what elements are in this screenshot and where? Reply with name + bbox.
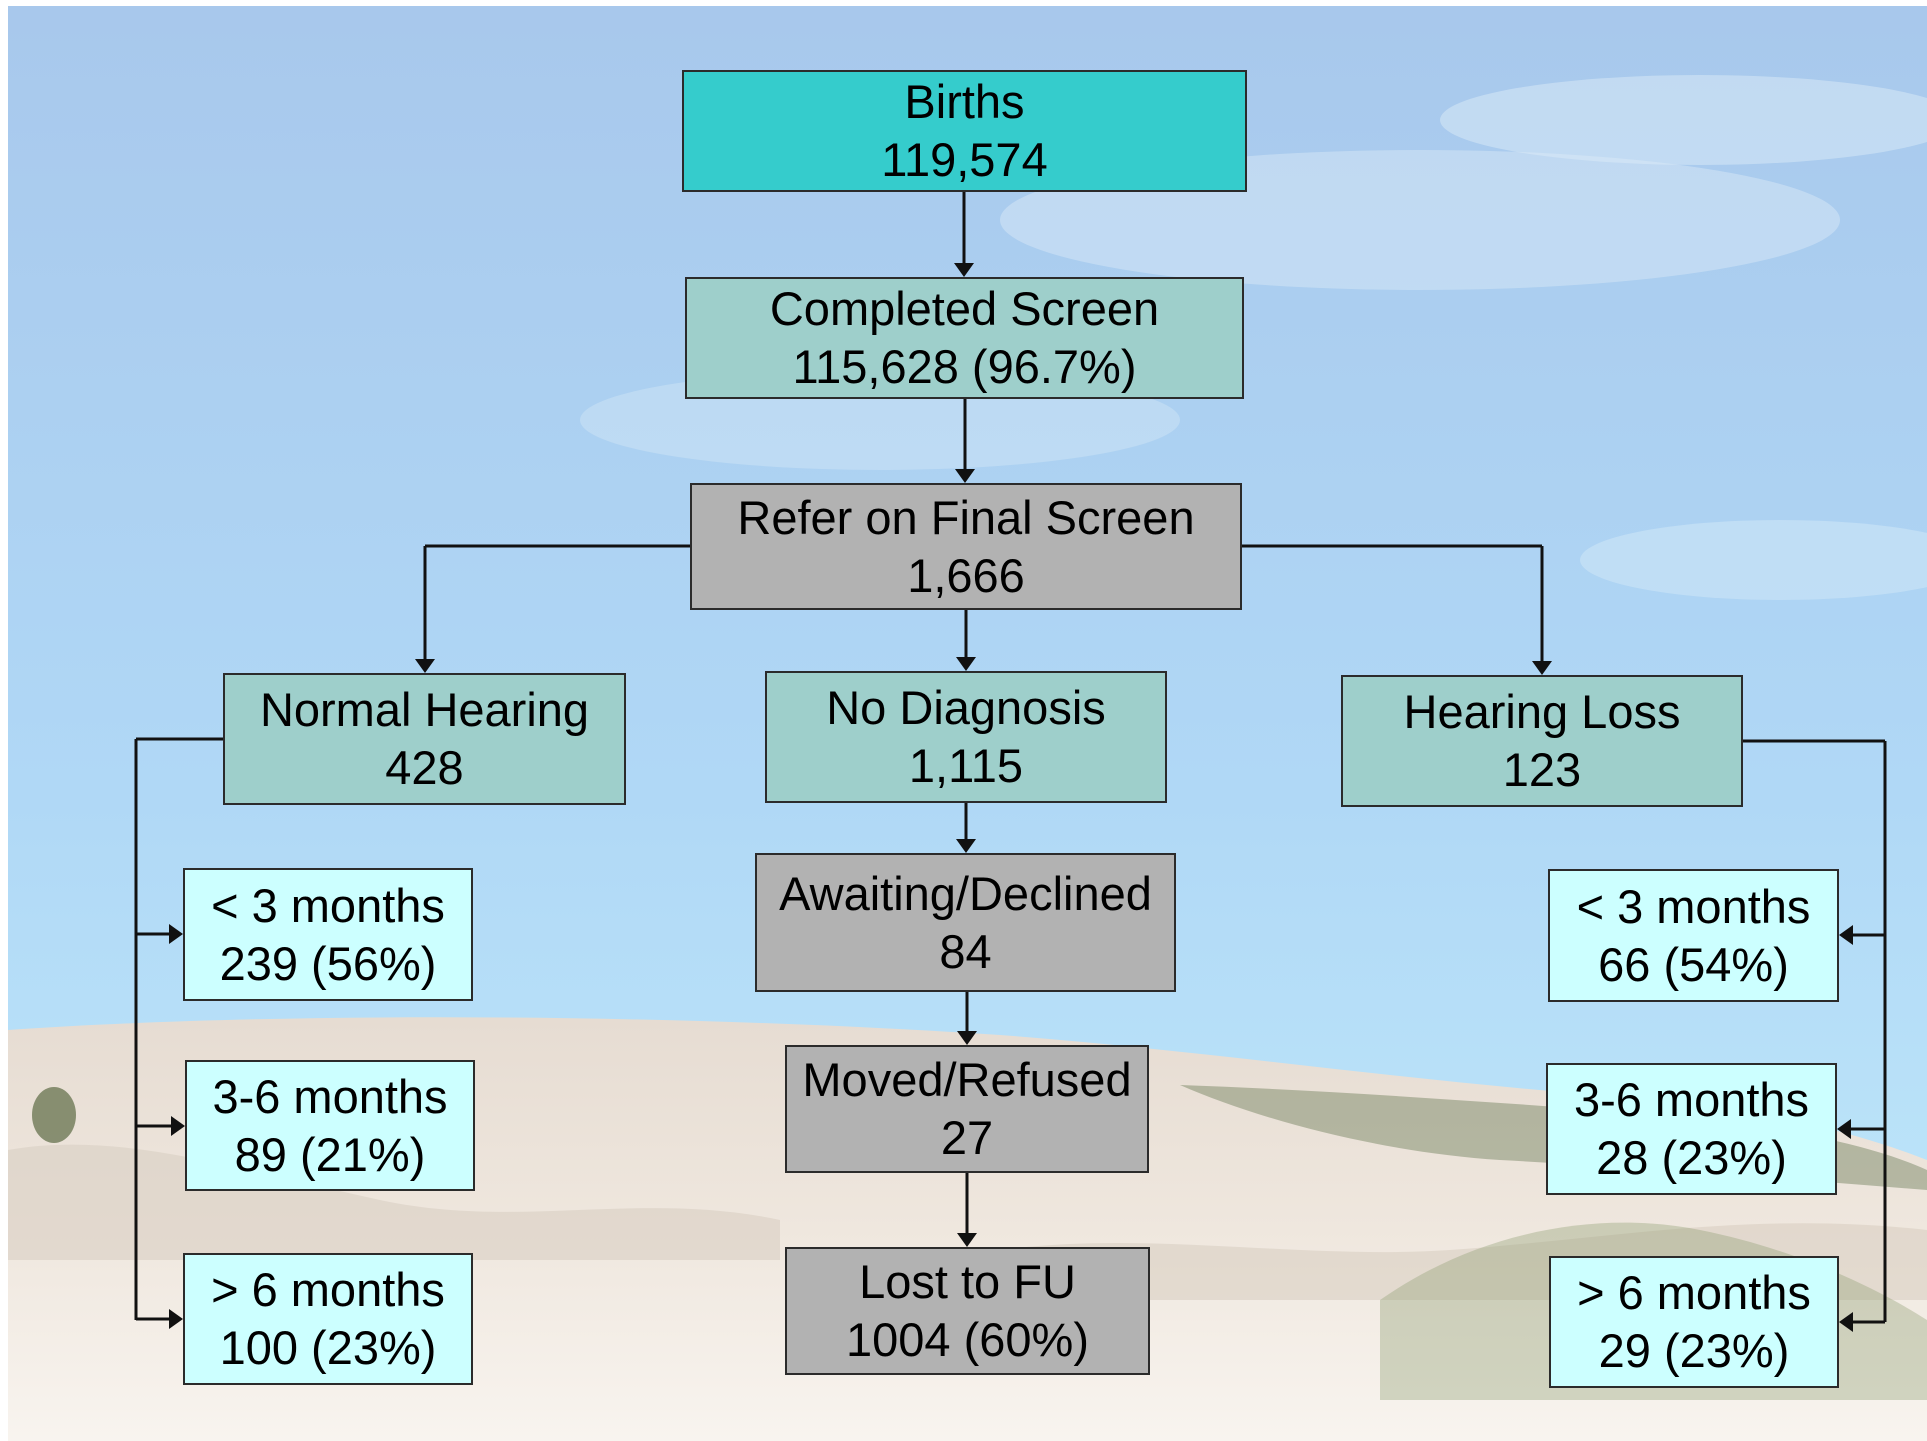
normal-hearing-over-6-months-box: > 6 months 100 (23%) — [183, 1253, 473, 1385]
hearing-loss-under-3-months-label: < 3 months — [1576, 879, 1811, 933]
hearing-loss-label: Hearing Loss — [1403, 685, 1681, 738]
refer-final-screen-box: Refer on Final Screen 1,666 — [690, 483, 1242, 610]
hearing-loss-under-3-months-box: < 3 months 66 (54%) — [1548, 869, 1839, 1002]
normal-hearing-over-6-months-label: > 6 months — [211, 1263, 445, 1316]
hearing-loss-over-6-months-label: > 6 months — [1577, 1266, 1811, 1319]
lost-to-fu-box: Lost to FU 1004 (60%) — [785, 1247, 1150, 1375]
normal-hearing-value: 428 — [385, 741, 464, 794]
normal-hearing-3-6-months-label: 3-6 months — [212, 1069, 448, 1123]
awaiting-declined-value: 84 — [939, 924, 992, 978]
lost-to-fu-label: Lost to FU — [859, 1255, 1076, 1308]
completed-screen-value: 115,628 (96.7%) — [792, 340, 1137, 393]
births-label: Births — [904, 75, 1025, 128]
refer-final-screen-label: Refer on Final Screen — [737, 490, 1195, 544]
no-diagnosis-box: No Diagnosis 1,115 — [765, 671, 1167, 803]
no-diagnosis-label: No Diagnosis — [826, 681, 1106, 734]
moved-refused-label: Moved/Refused — [802, 1053, 1132, 1106]
awaiting-declined-box: Awaiting/Declined 84 — [755, 853, 1176, 992]
refer-final-screen-value: 1,666 — [907, 548, 1025, 602]
no-diagnosis-value: 1,115 — [908, 739, 1024, 792]
awaiting-declined-label: Awaiting/Declined — [779, 866, 1152, 920]
completed-screen-label: Completed Screen — [769, 282, 1160, 335]
normal-hearing-3-6-months-value: 89 (21%) — [234, 1127, 426, 1181]
hearing-loss-value: 123 — [1502, 743, 1582, 796]
normal-hearing-3-6-months-box: 3-6 months 89 (21%) — [185, 1060, 475, 1191]
births-box: Births 119,574 — [682, 70, 1247, 192]
lost-to-fu-value: 1004 (60%) — [846, 1313, 1089, 1366]
moved-refused-value: 27 — [940, 1111, 994, 1164]
normal-hearing-under-3-months-box: < 3 months 239 (56%) — [183, 868, 473, 1001]
hearing-loss-3-6-months-box: 3-6 months 28 (23%) — [1546, 1063, 1837, 1195]
births-value: 119,574 — [881, 133, 1048, 186]
normal-hearing-over-6-months-value: 100 (23%) — [219, 1321, 437, 1374]
moved-refused-box: Moved/Refused 27 — [785, 1045, 1149, 1173]
normal-hearing-box: Normal Hearing 428 — [223, 673, 626, 805]
normal-hearing-label: Normal Hearing — [259, 683, 590, 736]
hearing-loss-3-6-months-value: 28 (23%) — [1596, 1131, 1787, 1184]
hearing-loss-over-6-months-value: 29 (23%) — [1598, 1324, 1790, 1377]
hearing-loss-3-6-months-label: 3-6 months — [1573, 1073, 1810, 1126]
normal-hearing-under-3-months-value: 239 (56%) — [219, 936, 437, 990]
completed-screen-box: Completed Screen 115,628 (96.7%) — [685, 277, 1244, 399]
hearing-loss-under-3-months-value: 66 (54%) — [1598, 937, 1789, 991]
normal-hearing-under-3-months-label: < 3 months — [211, 878, 445, 932]
hearing-loss-box: Hearing Loss 123 — [1341, 675, 1743, 807]
hearing-loss-over-6-months-box: > 6 months 29 (23%) — [1549, 1256, 1839, 1388]
